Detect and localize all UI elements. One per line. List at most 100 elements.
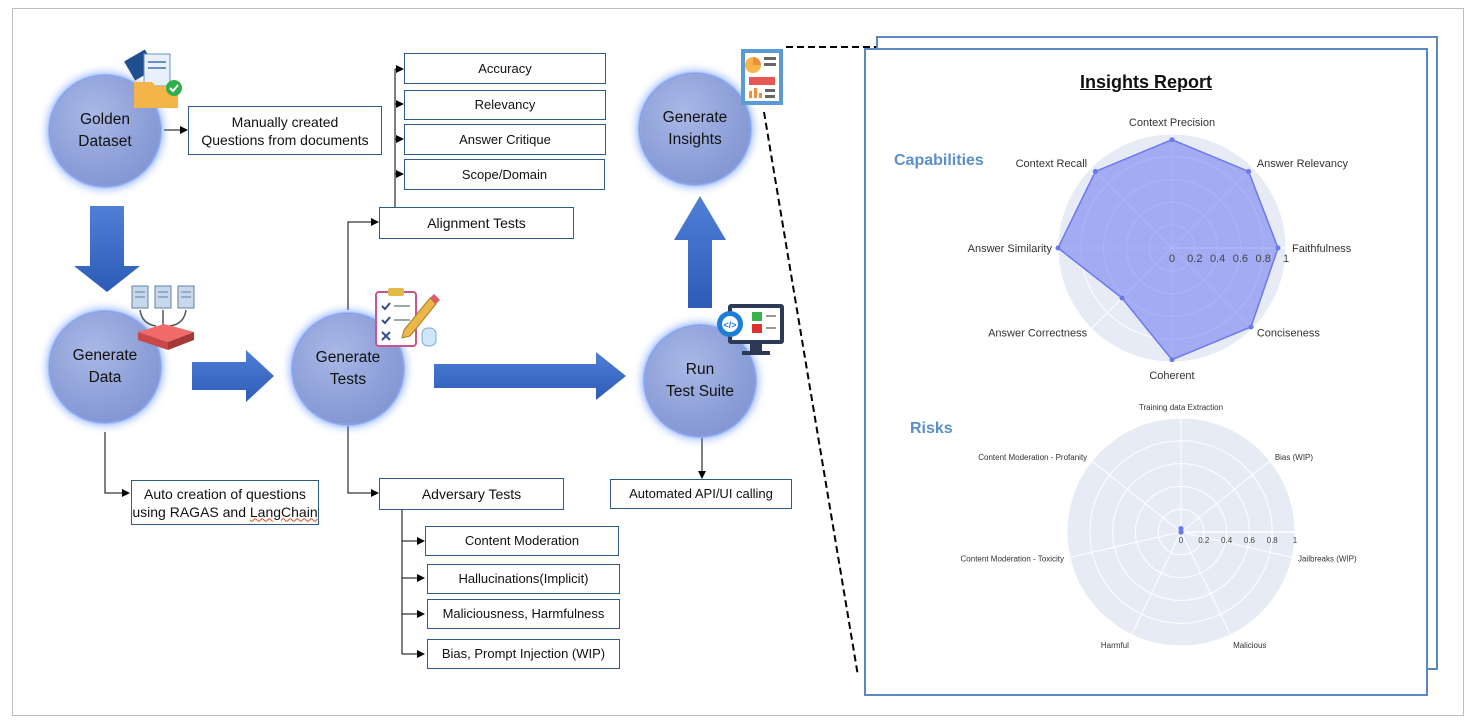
- risks-axis-label: Training data Extraction: [1139, 403, 1223, 412]
- capabilities-data-point: [1246, 168, 1252, 174]
- hallucinations-label: Hallucinations(Implicit): [458, 571, 589, 586]
- risks-axis-label: Malicious: [1233, 641, 1266, 650]
- maliciousness-box: Maliciousness, Harmfulness: [427, 599, 620, 629]
- answer-critique-label: Answer Critique: [459, 131, 551, 147]
- risks-radial-tick-label: 0.4: [1221, 536, 1233, 545]
- capabilities-radial-tick-label: 0.4: [1210, 253, 1225, 265]
- capabilities-axis-label: Context Recall: [1016, 158, 1088, 170]
- run-test-suite-label: Run Test Suite: [665, 361, 735, 400]
- alignment-tests-label: Alignment Tests: [427, 215, 526, 231]
- risks-radial-tick-label: 1: [1293, 536, 1298, 545]
- maliciousness-label: Maliciousness, Harmfulness: [442, 606, 605, 621]
- risks-data-point: [1178, 529, 1184, 535]
- arrow-tests-to-run: [434, 352, 626, 400]
- arrow-golden-to-generate-data: [74, 206, 140, 292]
- capabilities-radial-tick-label: 0.6: [1233, 253, 1248, 265]
- capabilities-axis-label: Coherent: [1149, 370, 1194, 382]
- report-title: Insights Report: [1079, 72, 1212, 92]
- risks-label: Risks: [910, 420, 953, 437]
- risks-axis-label: Harmful: [1101, 641, 1129, 650]
- risks-radial-tick-label: 0: [1179, 536, 1184, 545]
- generate-data-node: Generate Data: [50, 312, 160, 422]
- capabilities-data-point: [1169, 137, 1175, 143]
- scope-domain-label: Scope/Domain: [461, 166, 548, 182]
- alignment-tests-box: Alignment Tests: [379, 207, 574, 239]
- auto-questions-line1: Auto creation of questions: [144, 485, 306, 502]
- generate-insights-label: Generate Insights: [662, 109, 728, 148]
- generate-tests-label: Generate Tests: [315, 349, 381, 388]
- capabilities-axis-label: Conciseness: [1257, 328, 1320, 340]
- risks-radial-tick-label: 0.2: [1198, 536, 1210, 545]
- capabilities-data-point: [1119, 295, 1125, 301]
- risks-spoke: [1131, 531, 1182, 635]
- risks-spoke: [1091, 460, 1182, 533]
- capabilities-axis-label: Faithfulness: [1292, 243, 1352, 255]
- capabilities-data-point: [1169, 357, 1175, 363]
- capabilities-radial-tick-label: 0.8: [1256, 253, 1271, 265]
- risks-data-point: [1178, 526, 1184, 532]
- svg-text:</>: </>: [723, 320, 736, 330]
- capabilities-radial-tick-label: 1: [1283, 253, 1289, 265]
- accuracy-label: Accuracy: [478, 60, 532, 76]
- test-checklist-icon: [375, 288, 440, 347]
- arrow-run-to-insights: [674, 196, 726, 308]
- capabilities-axis-label: Context Precision: [1129, 117, 1215, 129]
- risks-axis-label: Bias (WIP): [1275, 453, 1314, 462]
- golden-dataset-label: Golden Dataset: [78, 111, 132, 150]
- scope-domain-box: Scope/Domain: [404, 159, 605, 190]
- risks-spoke: [1180, 531, 1231, 635]
- capabilities-data-point: [1275, 245, 1281, 251]
- capabilities-data-point: [1092, 168, 1098, 174]
- capabilities-radial-tick-label: 0.2: [1187, 253, 1202, 265]
- risks-spoke: [1180, 531, 1293, 558]
- risks-spoke: [1069, 531, 1182, 558]
- capabilities-axis-label: Answer Correctness: [988, 328, 1088, 340]
- data-generation-icon: [131, 285, 195, 350]
- content-moderation-label: Content Moderation: [464, 533, 580, 548]
- connector-data-to-auto: [104, 432, 130, 497]
- automated-calling-label: Automated API/UI calling: [629, 486, 773, 501]
- diagram-frame: [12, 8, 1464, 716]
- auto-questions-line2-word: LangChain: [249, 503, 318, 520]
- connector-tests-to-adversary: [347, 426, 379, 497]
- adversary-tests-box: Adversary Tests: [379, 478, 564, 510]
- capabilities-data-point: [1055, 245, 1061, 251]
- auto-questions-note: Auto creation of questions using RAGAS a…: [131, 480, 319, 525]
- hallucinations-box: Hallucinations(Implicit): [427, 564, 620, 594]
- manual-questions-note: Manually created Questions from document…: [188, 106, 382, 155]
- capabilities-label: Capabilities: [894, 152, 984, 169]
- automated-calling-box: Automated API/UI calling: [610, 479, 792, 509]
- arrow-data-to-tests: [192, 350, 274, 402]
- accuracy-box: Accuracy: [404, 53, 606, 84]
- folder-documents-icon: [124, 49, 182, 108]
- bias-injection-label: Bias, Prompt Injection (WIP): [441, 646, 606, 661]
- monitor-code-icon: </>: [717, 304, 784, 355]
- capabilities-radial-tick-label: 0: [1169, 253, 1175, 265]
- risks-axis-label: Content Moderation - Profanity: [978, 453, 1087, 462]
- generate-data-label: Generate Data: [72, 347, 138, 386]
- generate-insights-node: Generate Insights: [640, 74, 750, 184]
- callout-line-diagonal: [763, 111, 859, 677]
- relevancy-box: Relevancy: [404, 90, 606, 120]
- answer-critique-box: Answer Critique: [404, 124, 606, 155]
- adversary-tests-label: Adversary Tests: [421, 486, 522, 502]
- risks-radial-tick-label: 0.6: [1244, 536, 1256, 545]
- bias-injection-box: Bias, Prompt Injection (WIP): [427, 639, 620, 669]
- risks-axis-label: Content Moderation - Toxicity: [961, 555, 1064, 564]
- capabilities-axis-label: Answer Similarity: [968, 243, 1053, 255]
- manual-questions-text: Manually created Questions from document…: [201, 113, 369, 148]
- content-moderation-box: Content Moderation: [425, 526, 619, 556]
- risks-radial-tick-label: 0.8: [1267, 536, 1279, 545]
- relevancy-label: Relevancy: [474, 97, 536, 112]
- connector-tests-to-alignment: [347, 218, 379, 310]
- report-chart-icon: [741, 49, 783, 105]
- risks-spoke: [1180, 460, 1271, 533]
- capabilities-axis-label: Answer Relevancy: [1257, 158, 1349, 170]
- auto-questions-line2: using RAGAS and LangChain: [132, 503, 317, 521]
- capabilities-data-point: [1248, 324, 1254, 330]
- auto-questions-line2-prefix: using RAGAS and: [132, 503, 250, 520]
- risks-axis-label: Jailbreaks (WIP): [1298, 555, 1357, 564]
